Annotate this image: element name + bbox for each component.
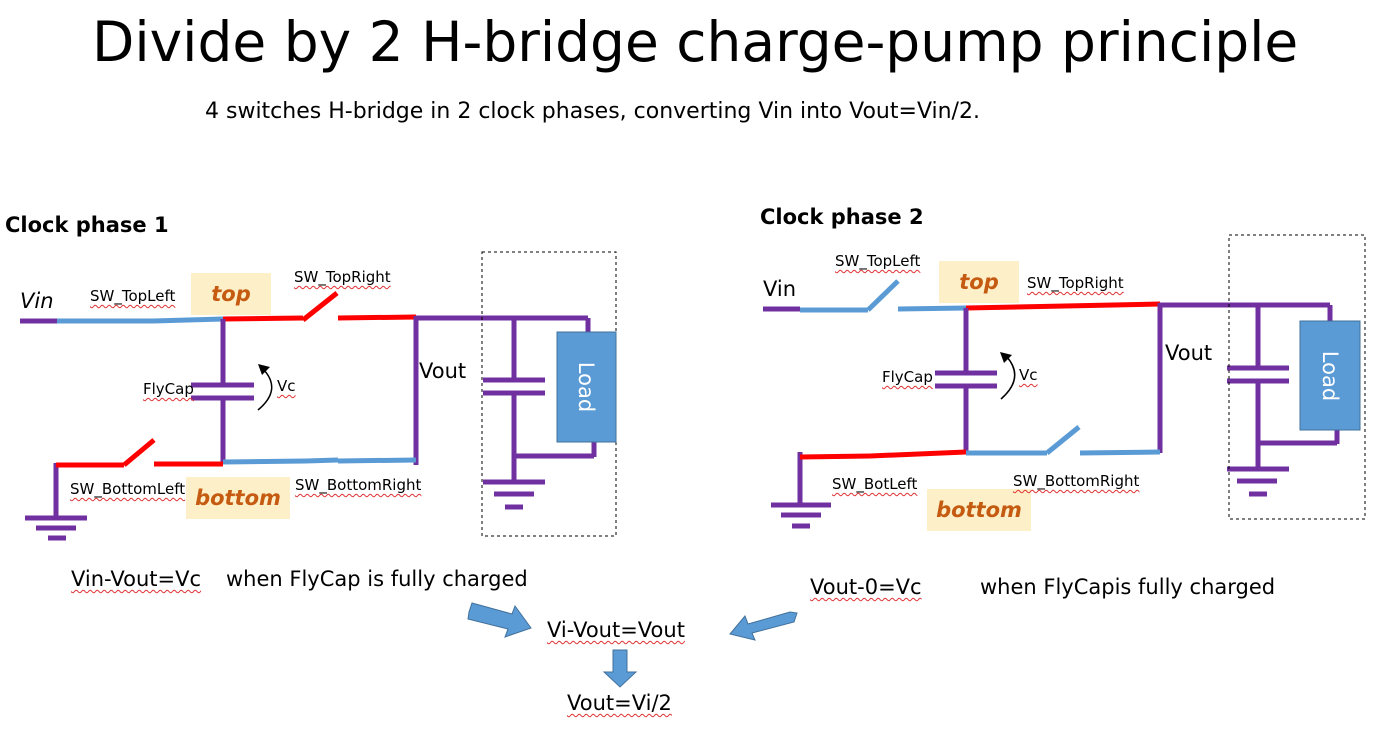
phase1-vin-label: Vin [20,289,54,313]
combined-equation: Vi-Vout=Vout [547,618,685,642]
phase1-bottom-tag: bottom [186,477,290,519]
phase1-sw-bottomleft-label: SW_BottomLeft [70,480,186,498]
phase1-vc-label: Vc [277,377,296,395]
phase2-top-tag: top [939,261,1019,303]
phase1-sw-bottomright-label: SW_BottomRight [295,476,422,494]
phase2-flycap-label: FlyCap [882,368,933,386]
p1-sw-bottomright-closed [222,458,307,465]
phase2-bottom-tag: bottom [927,489,1031,531]
p2-output-box [1228,234,1366,520]
p1-sw-bottomright-c [337,457,417,464]
p1-sw-topleft-closed-b [152,316,224,324]
phase1-sw-topleft-label: SW_TopLeft [90,287,176,305]
p2-sw-topleft-b [897,305,967,312]
p2-sw-botleft-red [799,453,871,460]
phase1-vout-label: Vout [419,359,467,383]
page-subtitle: 4 switches H-bridge in 2 clock phases, c… [205,99,980,124]
phase2-sw-botleft-label: SW_BotLeft [832,475,918,493]
phase1-heading: Clock phase 1 [5,213,169,237]
phase2-vout-label: Vout [1165,341,1213,365]
phase2-sw-bottomright-label: SW_BottomRight [1013,472,1140,490]
p2-sw-topleft-open [866,279,900,312]
phase1-flycap-label: FlyCap [143,380,194,398]
phase1-top-tag: top [191,273,271,315]
p2-vc-arrowhead [1000,352,1012,363]
p2-bottom-red-b [869,449,967,459]
p1-sw-bottomright-b [305,457,339,464]
p1-sw-bottomleft-open [122,438,156,467]
phase1-equation: Vin-Vout=Vc [71,567,202,591]
phase2-vin-label: Vin [763,277,797,301]
page-title: Divide by 2 H-bridge charge-pump princip… [92,10,1299,74]
p2-sw-bottomright-open [1045,425,1081,455]
phase1-condition: when FlyCap is fully charged [226,567,528,591]
phase1-load-label: Load [574,361,599,413]
p2-top-red-wire [965,301,1161,311]
phase2-heading: Clock phase 2 [760,205,924,229]
phase2-condition: when FlyCapis fully charged [980,575,1276,599]
arrow-left-down-icon [729,611,798,641]
phase2-vc-label: Vc [1019,366,1038,384]
phase1-load-box-label-wrap: Load [557,332,616,442]
p1-vc-arrowhead [258,364,270,375]
p1-vc-arrow [257,369,273,411]
arrow-right-down-icon [467,602,532,638]
phase2-sw-topleft-label: SW_TopLeft [835,252,921,270]
phase2-load-box-label-wrap: Load [1300,321,1360,430]
p1-topright-red-b [337,314,417,321]
phase2-load-label: Load [1317,350,1342,401]
p1-load-box [556,331,617,443]
p2-sw-bottomright-b [1079,449,1161,456]
phase2-equation: Vout-0=Vc [810,575,922,599]
phase2-sw-topright-label: SW_TopRight [1027,274,1124,292]
p2-vc-arrow [1000,356,1016,400]
p2-load-box [1299,320,1361,431]
combined-result: Vout=Vi/2 [567,691,672,715]
phase1-sw-topright-label: SW_TopRight [294,268,391,286]
p1-sw-topright-open [301,291,339,322]
p1-top-red-wire [222,315,304,322]
arrow-down-icon [602,649,638,688]
